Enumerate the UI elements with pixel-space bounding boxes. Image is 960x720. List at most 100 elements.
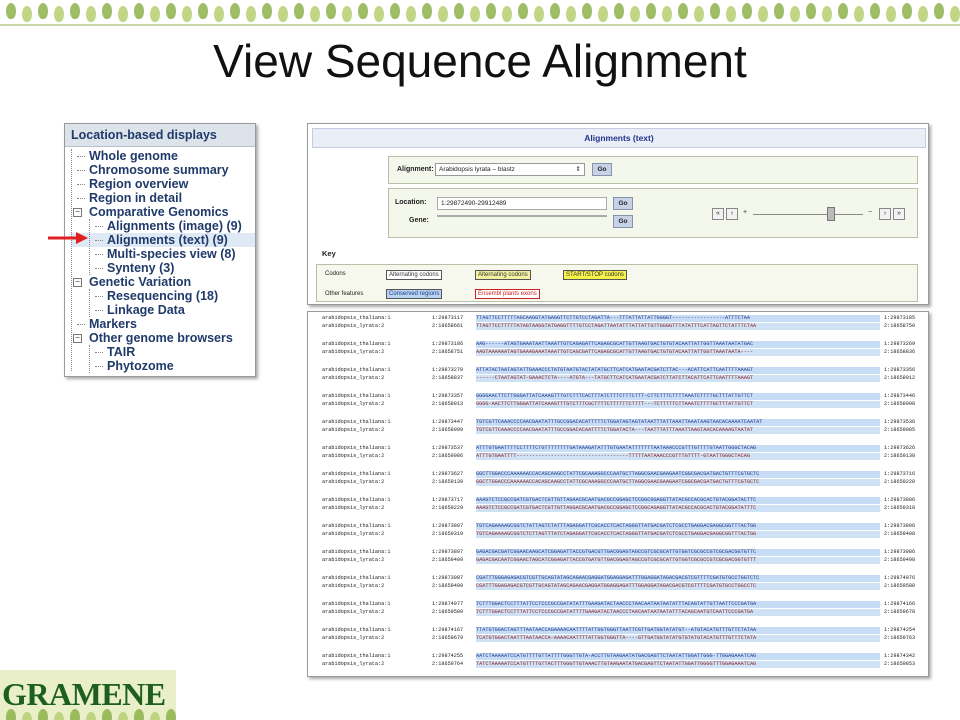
sequence-text: TTATGTGGACTAGTTTAATAACCAGAAAACAATTTTATTG…: [476, 627, 880, 634]
tree-item[interactable]: Alignments (text) (9): [71, 233, 255, 247]
start-coordinate: 1:29873447: [432, 419, 464, 425]
leaf-icon: [6, 709, 16, 720]
sequence-text: ATTATACTAATAGTATTGAAACCCTATGTAATGTACTATA…: [476, 367, 880, 374]
species-name: arabidopsis_thaliana:1: [322, 393, 391, 399]
sequence-text: TTAGTTCCTTTTTAGCAAGGTATGAGGTTCTTGTCCTAGA…: [476, 315, 880, 322]
zoom-out-icon[interactable]: −: [867, 209, 873, 216]
leaf-icon: [54, 6, 64, 22]
tree-item[interactable]: −Other genome browsers: [71, 331, 255, 345]
leaf-icon: [182, 6, 192, 22]
end-coordinate: 1:29873185: [884, 315, 916, 321]
location-input[interactable]: 1:29872490-29912489: [437, 197, 607, 210]
tree-item[interactable]: Chromosome summary: [71, 163, 255, 177]
leaf-icon: [230, 3, 240, 19]
location-label: Location:: [395, 199, 427, 206]
zoom-slider[interactable]: [753, 214, 863, 215]
scroll-far-right-icon[interactable]: »: [893, 208, 905, 220]
panel-title: Alignments (text): [312, 128, 926, 148]
end-coordinate: 1:29873356: [884, 367, 916, 373]
leaf-icon: [102, 3, 112, 19]
tree-connector: [95, 240, 103, 241]
collapse-icon[interactable]: −: [73, 208, 82, 217]
tree-item-label: Region overview: [89, 177, 189, 191]
tree-connector: [89, 345, 90, 373]
zoom-in-icon[interactable]: +: [742, 209, 748, 216]
gene-input[interactable]: [437, 215, 607, 217]
tree-item[interactable]: Resequencing (18): [71, 289, 255, 303]
tree-item[interactable]: Linkage Data: [71, 303, 255, 317]
species-name: arabidopsis_lyrata:2: [322, 583, 385, 589]
tree-item[interactable]: −Comparative Genomics: [71, 205, 255, 219]
species-name: arabidopsis_lyrata:2: [322, 375, 385, 381]
end-coordinate: 1:29873626: [884, 445, 916, 451]
leaf-icon: [774, 3, 784, 19]
leaf-icon: [742, 3, 752, 19]
leaf-icon: [134, 709, 144, 720]
tree-item[interactable]: Multi-species view (8): [71, 247, 255, 261]
end-coordinate: 2:18658836: [884, 349, 916, 355]
gramene-logo: [0, 670, 176, 720]
tree-header: Location-based displays: [65, 124, 255, 147]
leaf-icon: [118, 712, 128, 720]
tree-item[interactable]: Synteny (3): [71, 261, 255, 275]
end-coordinate: 2:18658912: [884, 375, 916, 381]
gene-go-button[interactable]: Go: [613, 215, 633, 228]
collapse-icon[interactable]: −: [73, 334, 82, 343]
alignment-select[interactable]: Arabidopsis lyrata – blastz ⇕: [435, 163, 585, 176]
leaf-icon: [806, 3, 816, 19]
tree-item[interactable]: Whole genome: [71, 149, 255, 163]
tree-connector: [89, 219, 90, 275]
scroll-left-icon[interactable]: ‹: [726, 208, 738, 220]
tree-item[interactable]: TAIR: [71, 345, 255, 359]
leaf-icon: [150, 6, 160, 22]
leaf-icon: [582, 3, 592, 19]
end-coordinate: 2:18659763: [884, 635, 916, 641]
sequence-text: TGTCGTTCAAACCCCAACGAATATTTGCCGGACACAATTT…: [476, 427, 880, 434]
tree-item[interactable]: −Genetic Variation: [71, 275, 255, 289]
gene-label: Gene:: [409, 217, 429, 224]
tree-item-label: TAIR: [107, 345, 136, 359]
tree-item[interactable]: Phytozome: [71, 359, 255, 373]
species-name: arabidopsis_thaliana:1: [322, 497, 391, 503]
leaf-icon: [710, 3, 720, 19]
collapse-icon[interactable]: −: [73, 278, 82, 287]
tree-item[interactable]: Markers: [71, 317, 255, 331]
tree-item-label: Chromosome summary: [89, 163, 229, 177]
leaf-icon: [166, 3, 176, 19]
leaf-icon: [22, 6, 32, 22]
sequence-text: GGCTTGGACCCAAAAAACCACAGCAAGCCTATTCGCAAAG…: [476, 479, 880, 486]
tree-item[interactable]: Region overview: [71, 177, 255, 191]
tree-connector: [95, 366, 103, 367]
scroll-far-left-icon[interactable]: «: [712, 208, 724, 220]
zoom-slider-handle[interactable]: [827, 207, 835, 221]
species-name: arabidopsis_lyrata:2: [322, 427, 385, 433]
tree-item-label: Linkage Data: [107, 303, 185, 317]
tree-item[interactable]: Region in detail: [71, 191, 255, 205]
end-coordinate: 1:29874076: [884, 575, 916, 581]
scroll-right-icon[interactable]: ›: [879, 208, 891, 220]
start-coordinate: 2:18659499: [432, 583, 464, 589]
leaf-icon: [678, 3, 688, 19]
sequence-text: TCTTTGGACTCCTTTATTCCTCCCGCCGATATATTTGAAG…: [476, 601, 880, 608]
leaf-icon: [662, 6, 672, 22]
start-coordinate: 2:18659139: [432, 479, 464, 485]
end-coordinate: 1:29873806: [884, 497, 916, 503]
location-go-button[interactable]: Go: [613, 197, 633, 210]
species-name: arabidopsis_thaliana:1: [322, 419, 391, 425]
sequence-text: GGCTTGGACCCAAAAAACCACAGCAAGCCTATTCGCAAAG…: [476, 471, 880, 478]
tree-item[interactable]: Alignments (image) (9): [71, 219, 255, 233]
start-coordinate: 1:29874077: [432, 601, 464, 607]
tree-item-label: Region in detail: [89, 191, 183, 205]
leaf-icon: [614, 3, 624, 19]
start-coordinate: 2:18659319: [432, 531, 464, 537]
alignment-go-button[interactable]: Go: [592, 163, 612, 176]
leaf-icon: [550, 3, 560, 19]
leaf-icon: [486, 3, 496, 19]
slide-title: View Sequence Alignment: [213, 35, 747, 87]
end-coordinate: 2:18659853: [884, 661, 916, 667]
end-coordinate: 1:29873986: [884, 549, 916, 555]
leaf-icon: [246, 6, 256, 22]
leaf-icon: [166, 709, 176, 720]
leaf-icon: [950, 6, 960, 22]
end-coordinate: 2:18659408: [884, 531, 916, 537]
